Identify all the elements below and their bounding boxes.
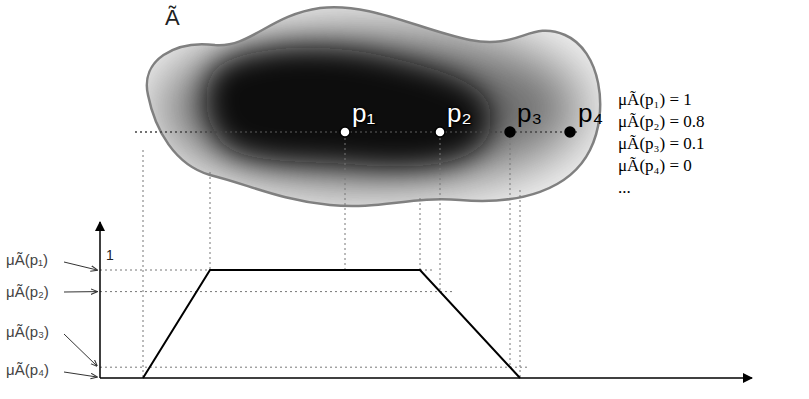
level-pointers (64, 262, 97, 377)
axis-label: μÃ(p₂) (6, 284, 49, 301)
point-label: p₂ (447, 99, 472, 128)
axis-label: μÃ(p₁) (6, 252, 48, 269)
sample-points (340, 127, 575, 137)
membership-value: μÃ(p₂) = 0.8 (618, 113, 704, 132)
axis-label: μÃ(p₄) (6, 362, 49, 379)
membership-value: μÃ(p₃) = 0.1 (618, 135, 704, 154)
projection-lines (100, 138, 528, 378)
point-label: p₃ (517, 99, 542, 128)
membership-value: μÃ(p₄) = 0 (618, 157, 692, 176)
axis-label: μÃ(p₃) (6, 324, 49, 341)
membership-value: μÃ(p₁) = 1 (618, 91, 692, 110)
ellipsis: ... (618, 179, 631, 198)
membership-function (143, 270, 520, 378)
axis-tick: 1 (106, 248, 114, 263)
set-name: Ã (165, 6, 180, 30)
point-label: p₁ (352, 99, 375, 128)
membership-axes (100, 222, 752, 378)
point-label: p₄ (578, 99, 603, 128)
fuzzy-set-outline (147, 7, 600, 206)
